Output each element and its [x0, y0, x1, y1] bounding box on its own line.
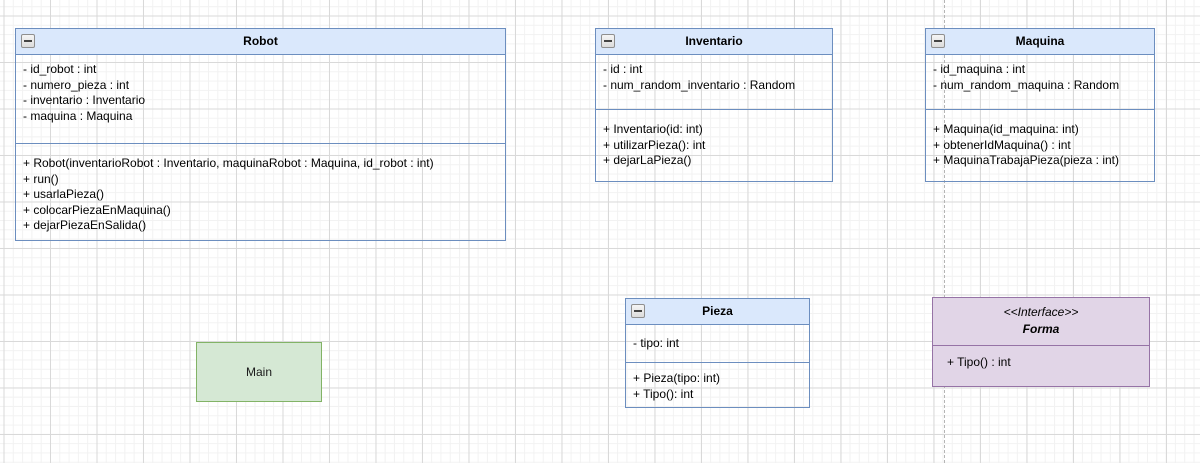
method-line: + utilizarPieza(): int — [603, 137, 706, 152]
uml-class-pieza[interactable]: Pieza - tipo: int + Pieza(tipo: int)+ Ti… — [625, 298, 810, 408]
page-boundary-line — [944, 0, 945, 463]
class-methods: + Robot(inventarioRobot : Inventario, ma… — [16, 144, 505, 240]
method-line: + Tipo(): int — [633, 386, 694, 401]
class-title: Robot — [243, 34, 278, 48]
class-methods: + Pieza(tipo: int)+ Tipo(): int — [626, 363, 809, 407]
minus-glyph — [24, 40, 32, 42]
collapse-icon[interactable] — [931, 34, 945, 48]
method-line: + Tipo() : int — [947, 355, 1011, 369]
attribute-line: - id : int — [603, 62, 643, 76]
attribute-line: - id_robot : int — [23, 62, 97, 76]
uml-interface-forma[interactable]: <<Interface>> Forma + Tipo() : int — [932, 297, 1150, 387]
class-attributes: - id_robot : int- numero_pieza : int- in… — [16, 55, 505, 144]
method-line: + usarlaPieza() — [23, 187, 105, 201]
minus-glyph — [934, 40, 942, 42]
class-attributes: - id_maquina : int- num_random_maquina :… — [926, 55, 1154, 110]
attribute-line: - maquina : Maquina — [23, 108, 133, 123]
class-title: Maquina — [1015, 34, 1065, 48]
collapse-icon[interactable] — [601, 34, 615, 48]
method-line: + Robot(inventarioRobot : Inventario, ma… — [23, 156, 434, 170]
attribute-line: - numero_pieza : int — [23, 77, 130, 92]
class-title: Inventario — [685, 34, 743, 48]
class-title: Pieza — [702, 304, 733, 318]
minus-glyph — [604, 40, 612, 42]
class-attributes: - id : int- num_random_inventario : Rand… — [596, 55, 832, 110]
class-header: Robot — [16, 29, 505, 55]
attribute-line: - id_maquina : int — [933, 62, 1026, 76]
uml-class-maquina[interactable]: Maquina - id_maquina : int- num_random_m… — [925, 28, 1155, 182]
attribute-line: - inventario : Inventario — [23, 93, 146, 107]
class-header: Inventario — [596, 29, 832, 55]
method-line: + run() — [23, 171, 59, 186]
method-line: + Maquina(id_maquina: int) — [933, 122, 1079, 136]
attribute-line: - tipo: int — [633, 336, 680, 350]
class-header: Pieza — [626, 299, 809, 325]
method-line: + colocarPiezaEnMaquina() — [23, 202, 171, 217]
class-methods: + Inventario(id: int)+ utilizarPieza(): … — [596, 110, 832, 181]
collapse-icon[interactable] — [21, 34, 35, 48]
attribute-line: - num_random_maquina : Random — [933, 77, 1120, 92]
minus-glyph — [634, 310, 642, 312]
main-box-label: Main — [245, 365, 272, 379]
class-methods: + Maquina(id_maquina: int)+ obtenerIdMaq… — [926, 110, 1154, 181]
class-attributes: - tipo: int — [626, 325, 809, 363]
interface-header: <<Interface>> Forma — [933, 298, 1149, 346]
attribute-line: - num_random_inventario : Random — [603, 77, 796, 92]
class-header: Maquina — [926, 29, 1154, 55]
method-line: + Pieza(tipo: int) — [633, 371, 721, 385]
method-line: + MaquinaTrabajaPieza(pieza : int) — [933, 153, 1119, 167]
method-line: + obtenerIdMaquina() : int — [933, 137, 1071, 152]
interface-title: Forma — [1022, 322, 1060, 336]
interface-stereotype: <<Interface>> — [1003, 305, 1079, 319]
method-line: + dejarPiezaEnSalida() — [23, 218, 147, 232]
main-box[interactable]: Main — [196, 342, 322, 402]
collapse-icon[interactable] — [631, 304, 645, 318]
method-line: + Inventario(id: int) — [603, 122, 703, 136]
interface-methods: + Tipo() : int — [933, 346, 1149, 371]
uml-class-inventario[interactable]: Inventario - id : int- num_random_invent… — [595, 28, 833, 182]
uml-class-robot[interactable]: Robot - id_robot : int- numero_pieza : i… — [15, 28, 506, 241]
method-line: + dejarLaPieza() — [603, 153, 692, 167]
